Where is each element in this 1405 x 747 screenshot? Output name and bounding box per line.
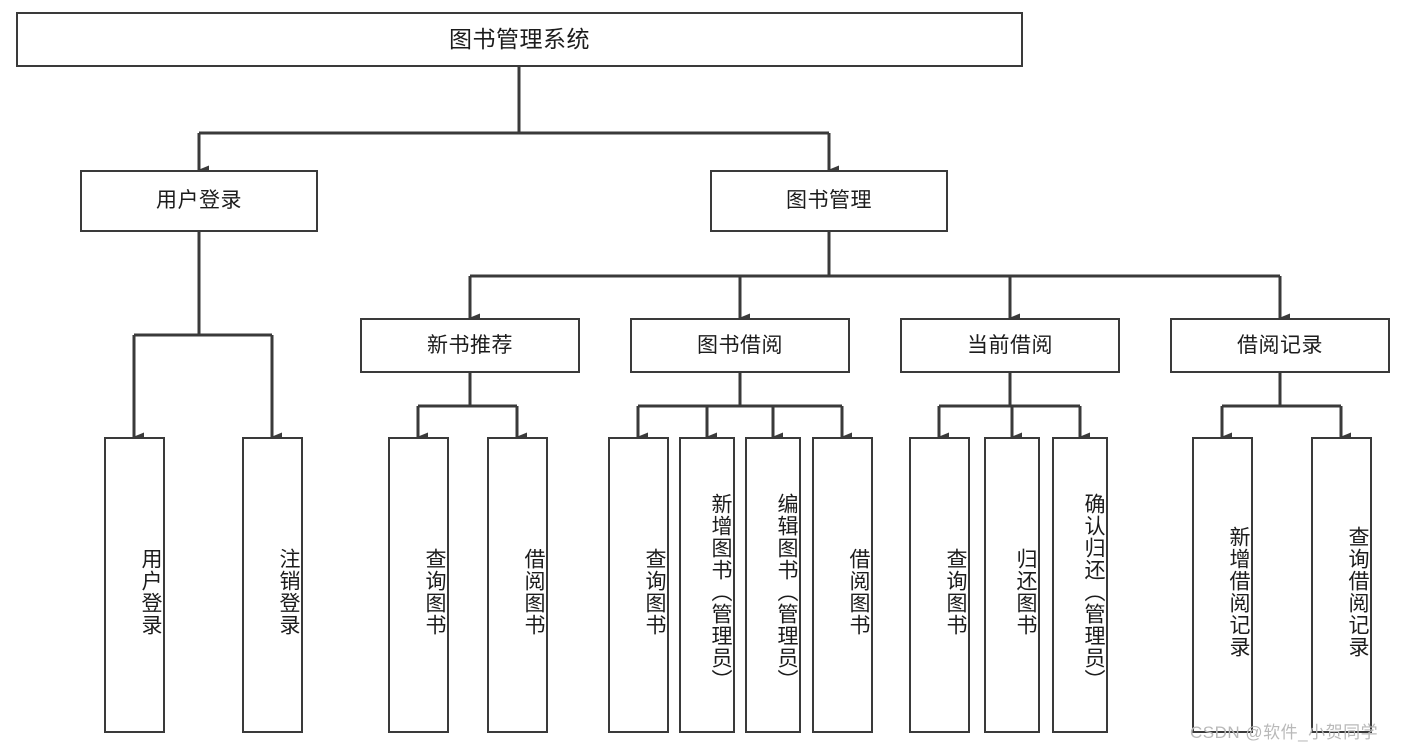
leaf-query-borrow-record[interactable]: 查询借阅记录: [1311, 437, 1372, 733]
leaf-query-books-borrow[interactable]: 查询图书: [608, 437, 669, 733]
node-book-management[interactable]: 图书管理: [710, 170, 948, 232]
node-label: 图书管理: [786, 189, 872, 213]
node-label: 归还图书: [1014, 548, 1037, 636]
watermark-text: CSDN @软件_小贺同学: [1190, 723, 1379, 742]
node-label: 借阅图书: [847, 548, 870, 636]
leaf-borrow-books[interactable]: 借阅图书: [812, 437, 873, 733]
node-label: 确认归还（管理员）: [1082, 493, 1105, 691]
leaf-borrow-books-recommend[interactable]: 借阅图书: [487, 437, 548, 733]
node-borrowing-records[interactable]: 借阅记录: [1170, 318, 1390, 373]
node-label: 编辑图书（管理员）: [775, 493, 798, 691]
leaf-confirm-return-admin[interactable]: 确认归还（管理员）: [1052, 437, 1108, 733]
node-label: 查询图书: [643, 548, 666, 636]
node-label: 新书推荐: [427, 333, 513, 357]
node-label: 注销登录: [277, 548, 300, 636]
leaf-user-login[interactable]: 用户登录: [104, 437, 165, 733]
node-label: 查询图书: [944, 548, 967, 636]
node-label: 用户登录: [139, 548, 162, 636]
node-label: 新增借阅记录: [1227, 526, 1250, 658]
node-label: 用户登录: [156, 189, 242, 213]
node-current-borrowing[interactable]: 当前借阅: [900, 318, 1120, 373]
node-user-login[interactable]: 用户登录: [80, 170, 318, 232]
leaf-return-books[interactable]: 归还图书: [984, 437, 1040, 733]
node-label: 查询借阅记录: [1346, 526, 1369, 658]
node-book-borrowing[interactable]: 图书借阅: [630, 318, 850, 373]
node-label: 图书管理系统: [449, 25, 590, 52]
node-label: 查询图书: [423, 548, 446, 636]
node-label: 当前借阅: [967, 333, 1053, 357]
node-label: 图书借阅: [697, 333, 783, 357]
leaf-query-books-current[interactable]: 查询图书: [909, 437, 970, 733]
leaf-edit-book-admin[interactable]: 编辑图书（管理员）: [745, 437, 801, 733]
node-label: 借阅记录: [1237, 333, 1323, 357]
leaf-logout[interactable]: 注销登录: [242, 437, 303, 733]
node-new-book-recommendation[interactable]: 新书推荐: [360, 318, 580, 373]
leaf-query-books-recommend[interactable]: 查询图书: [388, 437, 449, 733]
node-root-book-management-system[interactable]: 图书管理系统: [16, 12, 1023, 67]
leaf-add-borrow-record[interactable]: 新增借阅记录: [1192, 437, 1253, 733]
leaf-add-book-admin[interactable]: 新增图书（管理员）: [679, 437, 735, 733]
node-label: 借阅图书: [522, 548, 545, 636]
node-label: 新增图书（管理员）: [709, 493, 732, 691]
